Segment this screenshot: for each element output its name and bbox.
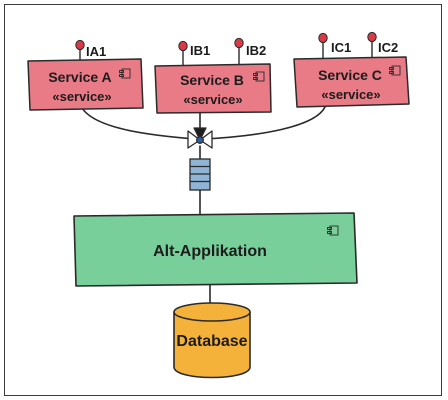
service-c-box[interactable]: IC1 IC2 Service C «service» [293,31,410,108]
service-c-stereotype: «service» [321,87,380,102]
port-ib1-icon [178,40,188,52]
component-icon [327,225,339,236]
port-ic2-label: IC2 [378,40,398,55]
port-ic1-label: IC1 [331,40,351,55]
service-a-box[interactable]: IA1 Service A «service» [27,39,144,111]
database-name: Database [176,333,247,350]
service-b-box[interactable]: IB1 IB2 Service B «service» [154,37,272,114]
port-ia1-label: IA1 [86,44,106,59]
legacy-application-box[interactable]: Alt-Applikation [73,212,358,287]
service-c-name: Service C [318,67,382,83]
port-ia1-icon [75,39,85,51]
service-b-stereotype: «service» [183,92,242,107]
database-cylinder[interactable]: Database [173,302,251,379]
service-b-name: Service B [180,72,244,88]
service-a-name: Service A [48,69,111,85]
component-icon [389,65,401,76]
service-a-stereotype: «service» [52,89,111,104]
connector-service-c [204,106,326,140]
port-ic2-icon [367,31,377,43]
legacy-application-name: Alt-Applikation [153,243,267,260]
component-icon [119,68,131,79]
port-ib2-icon [234,37,244,49]
port-ic1-icon [318,32,328,44]
bowtie-junction-icon [187,127,213,149]
component-icon [253,71,265,82]
port-ib1-label: IB1 [190,43,210,58]
message-queue-icon [189,158,211,191]
port-ib2-label: IB2 [246,43,266,58]
connector-service-a [81,107,197,140]
